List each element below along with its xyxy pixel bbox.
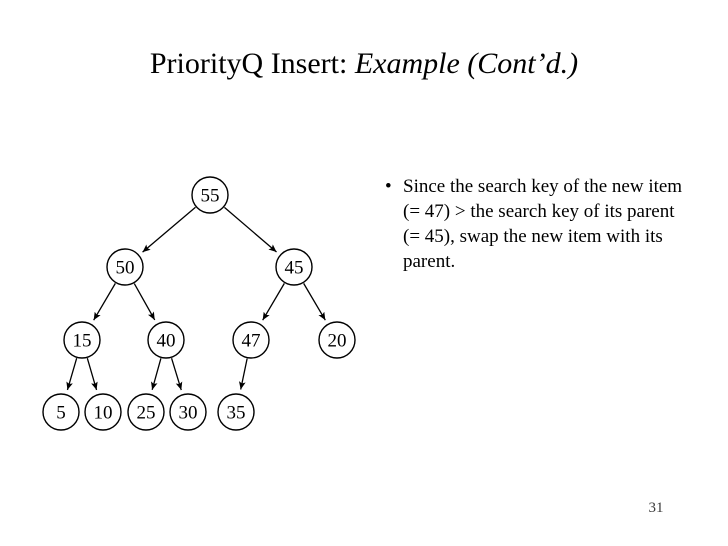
tree-node-5: 5 bbox=[42, 393, 80, 431]
tree-edge-47-to-35 bbox=[238, 358, 248, 390]
tree-node-circle bbox=[275, 248, 313, 286]
bullet-point-icon: • bbox=[385, 176, 392, 197]
tree-node-30: 30 bbox=[169, 393, 207, 431]
tree-node-50: 50 bbox=[106, 248, 144, 286]
tree-node-label: 5 bbox=[56, 403, 66, 424]
tree-node-circle bbox=[217, 393, 255, 431]
tree-node-47: 47 bbox=[232, 321, 270, 359]
tree-node-20: 20 bbox=[318, 321, 356, 359]
tree-node-circle bbox=[191, 176, 229, 214]
tree-node-10: 10 bbox=[84, 393, 122, 431]
tree-node-55: 55 bbox=[191, 176, 229, 214]
tree-node-circle bbox=[147, 321, 185, 359]
tree-node-label: 55 bbox=[201, 186, 220, 207]
list-item: • Since the search key of the new item (… bbox=[381, 174, 693, 274]
page-title-italic: Example (Cont’d.) bbox=[354, 47, 579, 80]
tree-node-15: 15 bbox=[63, 321, 101, 359]
tree-node-25: 25 bbox=[127, 393, 165, 431]
tree-node-circle bbox=[42, 393, 80, 431]
bullet-item-text: Since the search key of the new item (= … bbox=[403, 176, 683, 272]
tree-node-label: 25 bbox=[137, 403, 156, 424]
tree-node-35: 35 bbox=[217, 393, 255, 431]
tree-node-label: 47 bbox=[242, 331, 261, 352]
tree-edge-45-to-20 bbox=[303, 283, 326, 321]
tree-edge-55-to-45 bbox=[224, 206, 277, 253]
tree-node-label: 50 bbox=[116, 258, 135, 279]
tree-node-label: 40 bbox=[157, 331, 176, 352]
tree-node-40: 40 bbox=[147, 321, 185, 359]
tree-edge-40-to-25 bbox=[150, 358, 162, 391]
bullet-list: • Since the search key of the new item (… bbox=[381, 174, 693, 274]
page-title: PriorityQ Insert: Example (Cont’d.) bbox=[0, 46, 728, 82]
tree-edge-40-to-30 bbox=[170, 357, 183, 391]
tree-edge-45-to-47 bbox=[262, 283, 285, 321]
page-title-plain: PriorityQ Insert: bbox=[149, 47, 355, 80]
tree-node-circle bbox=[106, 248, 144, 286]
tree-node-circle bbox=[232, 321, 270, 359]
tree-node-label: 30 bbox=[179, 403, 198, 424]
binary-heap-tree-diagram: 55 50 45 15 40 47 20 5 10 25 30 35 bbox=[42, 176, 356, 431]
tree-node-layer: 55 50 45 15 40 47 20 5 10 25 30 35 bbox=[42, 176, 356, 431]
tree-node-label: 45 bbox=[285, 258, 304, 279]
tree-node-circle bbox=[127, 393, 165, 431]
tree-node-label: 15 bbox=[73, 331, 92, 352]
tree-edge-50-to-40 bbox=[133, 283, 156, 321]
tree-node-label: 35 bbox=[227, 403, 246, 424]
tree-node-circle bbox=[63, 321, 101, 359]
tree-node-circle bbox=[84, 393, 122, 431]
tree-edge-55-to-50 bbox=[142, 206, 196, 253]
tree-edge-15-to-10 bbox=[86, 358, 98, 391]
tree-node-45: 45 bbox=[275, 248, 313, 286]
slide-page-number: 31 bbox=[648, 500, 664, 516]
tree-node-circle bbox=[169, 393, 207, 431]
tree-node-label: 20 bbox=[328, 331, 347, 352]
tree-node-label: 10 bbox=[94, 403, 113, 424]
tree-edge-50-to-15 bbox=[93, 283, 116, 321]
tree-edge-15-to-5 bbox=[66, 358, 78, 391]
tree-node-circle bbox=[318, 321, 356, 359]
tree-edge-layer bbox=[66, 206, 326, 391]
